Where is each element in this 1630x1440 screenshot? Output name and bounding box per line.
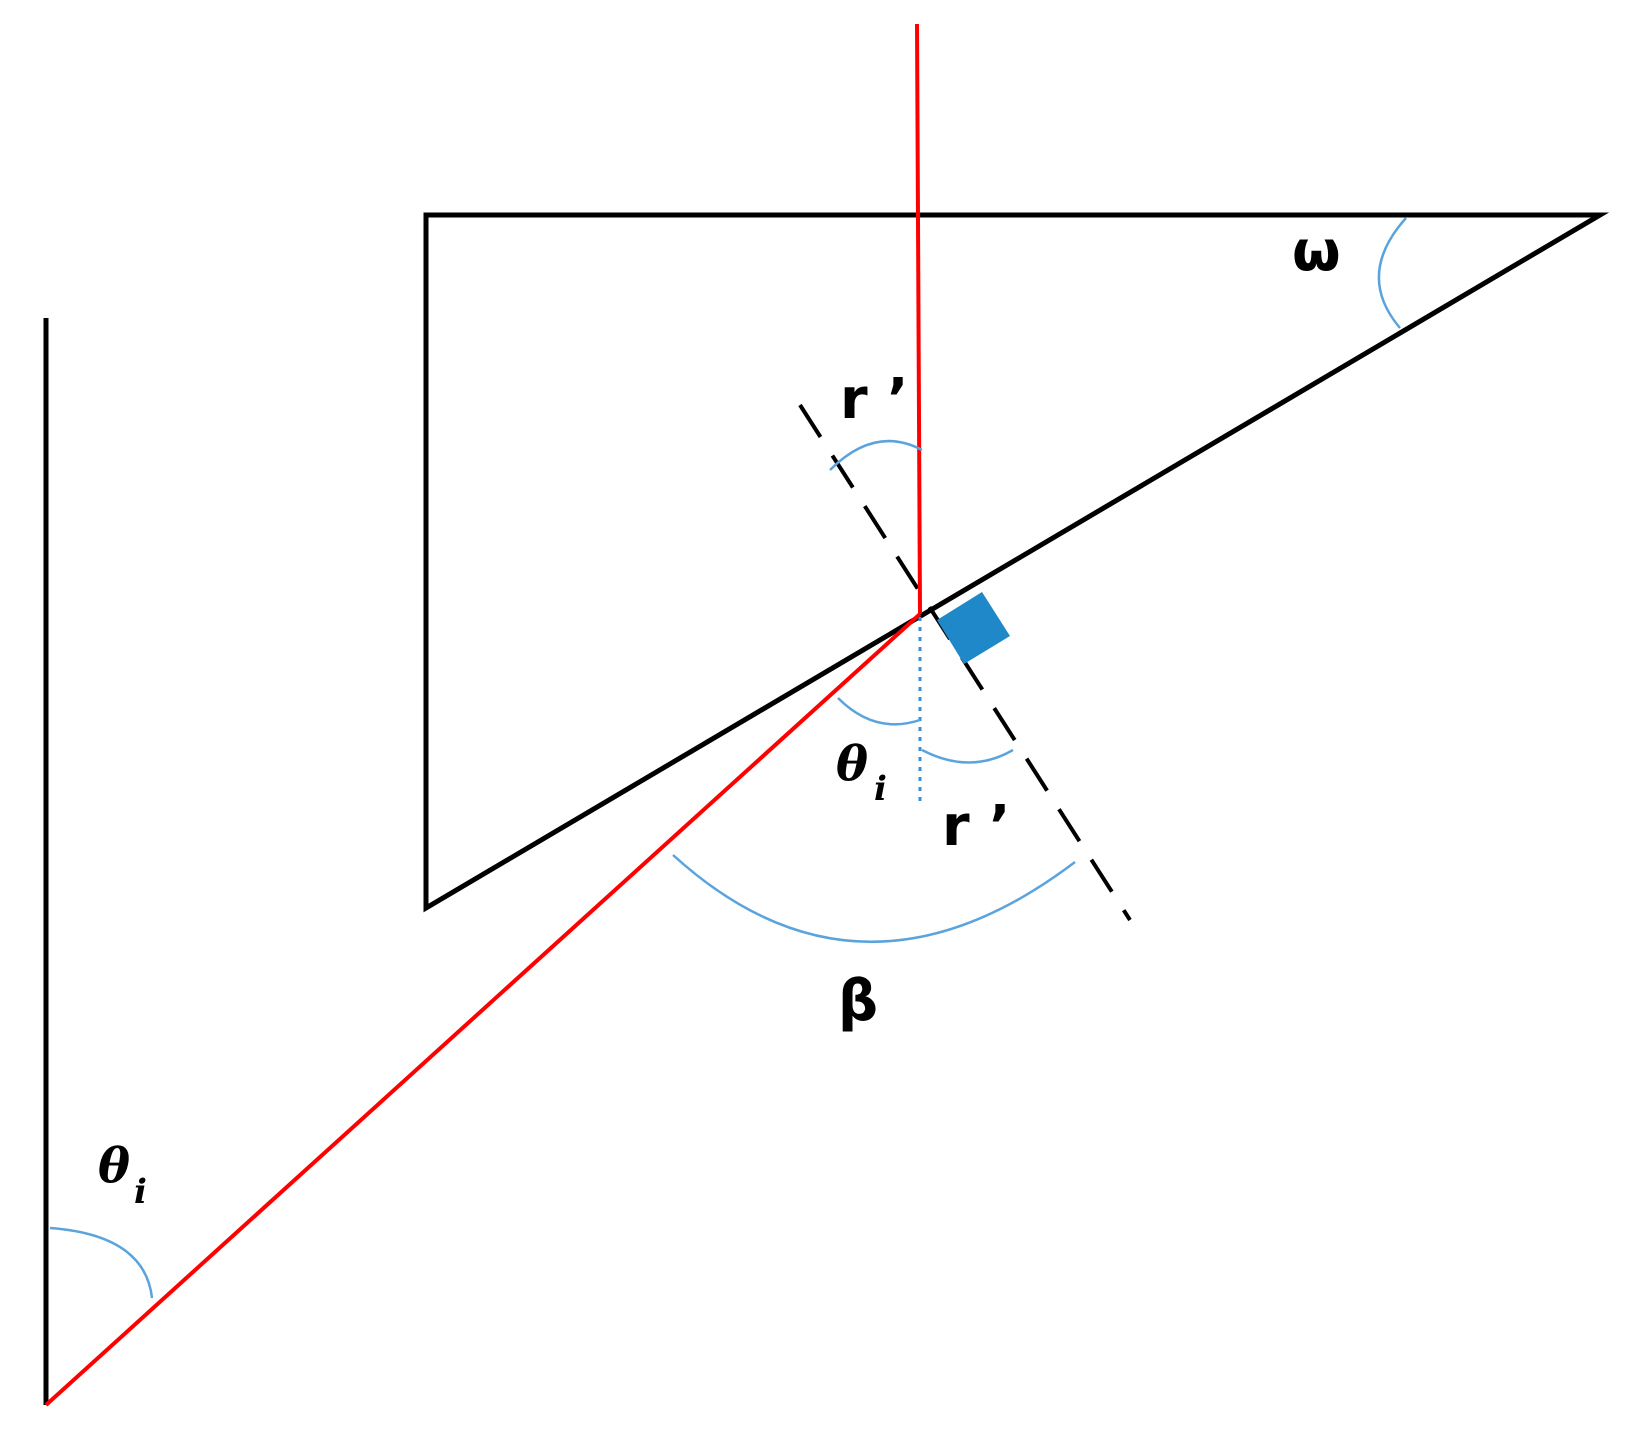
theta-outer-subscript: i [134, 1172, 147, 1212]
beta-arc [672, 854, 1076, 943]
theta-outer-label: θ [98, 1138, 130, 1194]
theta-inner-subscript: i [874, 769, 887, 809]
incident-ray [44, 612, 922, 1407]
r-prime-top-label: r ’ [840, 367, 908, 432]
theta-outer-arc [49, 1226, 154, 1299]
beta-label: β [838, 969, 878, 1034]
r-prime-top-arc [829, 439, 923, 471]
omega-arc [1377, 217, 1407, 329]
refracted-ray [915, 23, 922, 615]
r-prime-bottom-arc [921, 748, 1014, 764]
theta-inner-arc [837, 697, 921, 726]
theta-inner-label: θ [836, 736, 868, 792]
omega-label: ω [1292, 219, 1341, 284]
prism-triangle [423, 212, 1610, 913]
r-prime-bottom-label: r ’ [942, 794, 1010, 859]
right-angle-marker [937, 592, 1010, 664]
